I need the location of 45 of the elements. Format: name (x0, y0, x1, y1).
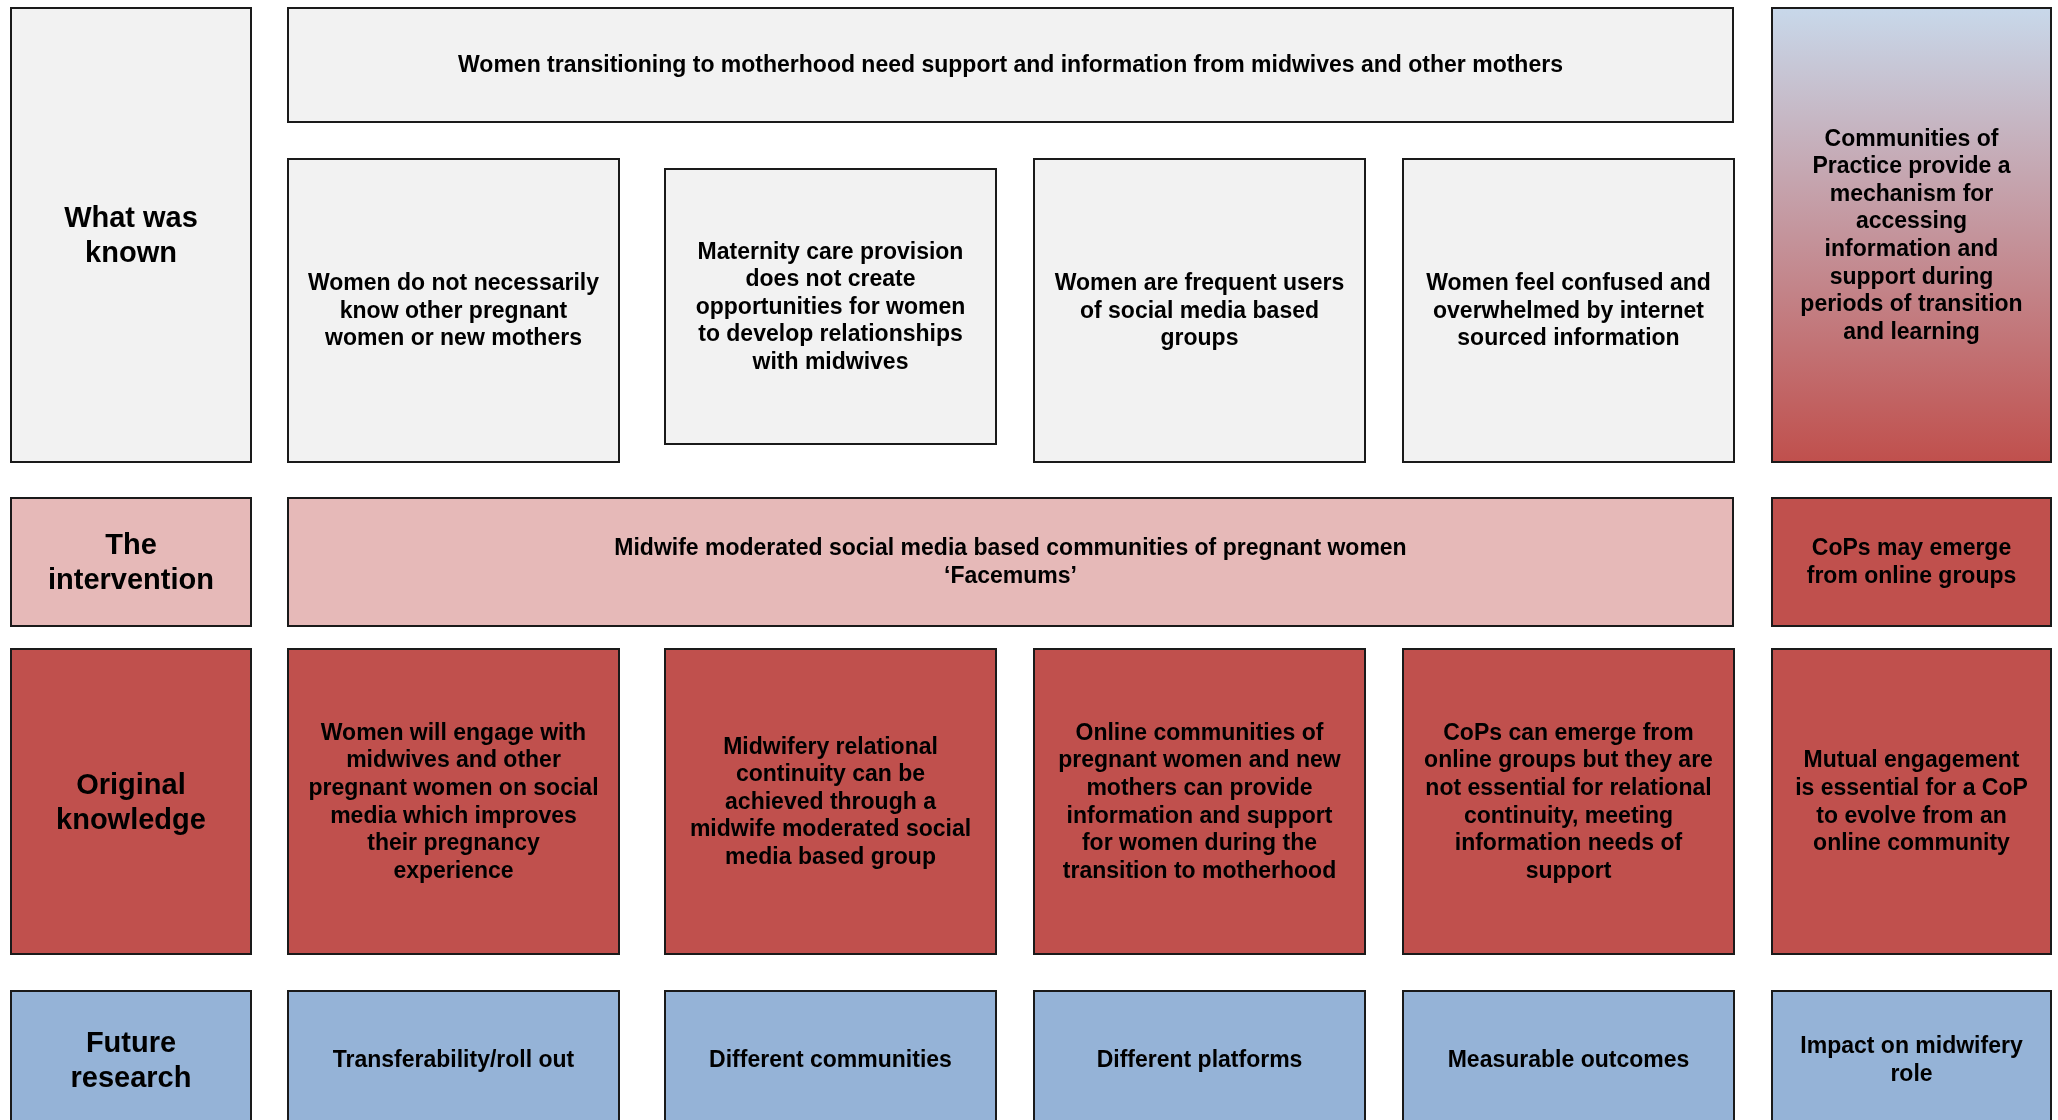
research-box (1402, 990, 1735, 1120)
box-text: Midwife moderated social media based communities of pregnant women (614, 534, 1407, 562)
research-box (664, 990, 997, 1120)
finding-box (287, 158, 620, 463)
summary-box (1771, 7, 2052, 463)
box-text: Women transitioning to motherhood need support and information from midwives and other mothers (458, 51, 1563, 79)
row-title: Original knowledge (55, 766, 207, 837)
row-title: Future research (69, 1025, 193, 1095)
row-header (10, 497, 252, 627)
box-text: Women do not necessarily know other pregnant women or new mothers (307, 269, 600, 352)
box-text: Communities of Practice provide a mechanism for accessing information and support during periods of transition and learning (1799, 124, 2024, 346)
box-text: Impact on midwifery role (1799, 1032, 2024, 1088)
box-text: CoPs may emerge from online groups (1805, 534, 2018, 590)
research-box (1033, 990, 1366, 1120)
finding-box (287, 648, 620, 955)
summary-box (1771, 497, 2052, 627)
box-text: Mutual engagement is essential for a CoP to evolve from an online community (1794, 746, 2029, 857)
box-text: CoPs can emerge from online groups but they are not essential for relational continuity, meeting information needs of support (1423, 718, 1714, 885)
row-title: What was known (63, 200, 199, 270)
box-text: Midwifery relational continuity can be achieved through a midwife moderated social media based group (688, 732, 973, 871)
summary-box (1771, 648, 2052, 955)
row-title: The intervention (47, 527, 215, 597)
box-text: Online communities of pregnant women and new mothers can provide information and support for women during the transition to motherhood (1057, 718, 1342, 885)
finding-box (1033, 648, 1366, 955)
box-text: Different communities (709, 1046, 952, 1074)
row-header (10, 990, 252, 1120)
research-box (287, 990, 620, 1120)
box-text: Maternity care provision does not create opportunities for women to develop relationships with midwives (694, 237, 967, 376)
finding-box (664, 168, 997, 445)
box-text: ‘Facemums’ (944, 562, 1077, 590)
row-header (10, 648, 252, 955)
finding-box (1033, 158, 1366, 463)
box-text: Measurable outcomes (1447, 1046, 1690, 1074)
box-text: Different platforms (1096, 1046, 1303, 1074)
box-text: Women feel confused and overwhelmed by internet sourced information (1425, 269, 1712, 352)
intervention-banner (287, 497, 1734, 627)
row-header (10, 7, 252, 463)
finding-box (1402, 158, 1735, 463)
research-box (1771, 990, 2052, 1120)
finding-banner (287, 7, 1734, 123)
box-text: Women will engage with midwives and other pregnant women on social media which improves their pregnancy experience (307, 718, 600, 885)
box-text: Transferability/roll out (332, 1046, 575, 1074)
finding-box (1402, 648, 1735, 955)
finding-box (664, 648, 997, 955)
box-text: Women are frequent users of social media based groups (1053, 269, 1346, 352)
